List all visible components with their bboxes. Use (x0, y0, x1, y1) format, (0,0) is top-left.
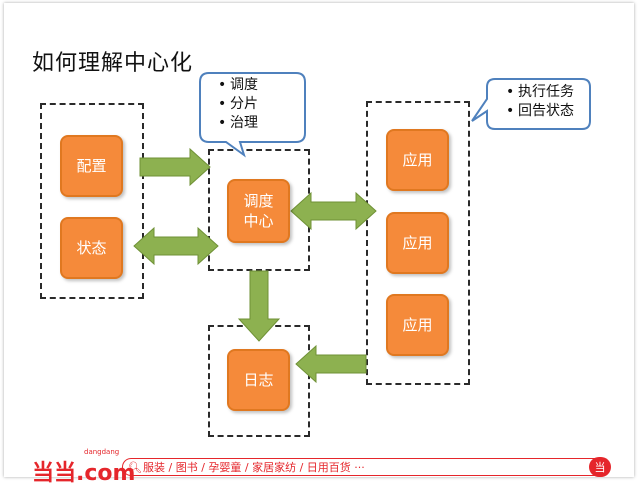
callout-left-text: 调度 分片 治理 (216, 76, 258, 133)
slide: 如何理解中心化 配置 状态 调度 中心 应用 应用 应用 (4, 3, 634, 486)
arrow-state-dispatch (133, 226, 219, 266)
footer-category-bar: 🔍︎ 服装 / 图书 / 孕婴童 / 家居家纺 / 日用百货 ··· 当 (122, 457, 611, 477)
state-label: 状态 (76, 239, 107, 257)
dispatch-center-box: 调度 中心 (227, 179, 290, 243)
app-box-3: 应用 (386, 294, 449, 356)
app-label-2: 应用 (402, 234, 433, 252)
app-label-3: 应用 (402, 316, 433, 334)
log-box: 日志 (227, 349, 290, 411)
callout-left-item: 治理 (218, 114, 258, 133)
slide-title: 如何理解中心化 (32, 51, 194, 76)
config-state-group (40, 103, 144, 299)
config-box: 配置 (60, 135, 123, 197)
app-box-2: 应用 (386, 212, 449, 274)
apps-group (366, 101, 470, 385)
config-label: 配置 (76, 157, 107, 175)
dispatch-label-line1: 调度 (243, 192, 274, 210)
arrow-dispatch-apps (290, 191, 377, 231)
dispatch-label-line2: 中心 (243, 212, 274, 230)
state-box: 状态 (60, 217, 123, 279)
callout-left-item: 分片 (218, 95, 258, 114)
callout-left-item: 调度 (218, 76, 258, 95)
footer-categories: 服装 / 图书 / 孕婴童 / 家居家纺 / 日用百货 ··· (143, 461, 365, 474)
arrow-apps-to-log (295, 344, 367, 384)
log-label: 日志 (243, 371, 274, 389)
callout-right-item: 回告状态 (506, 102, 574, 121)
dangdang-logo-text: 当当.com (32, 461, 136, 486)
dangdang-logo: dangdang 当当.com (32, 448, 136, 487)
callout-right-text: 执行任务 回告状态 (504, 83, 574, 121)
app-label-1: 应用 (402, 151, 433, 169)
dangdang-logo-small: dangdang (84, 448, 120, 456)
app-box-1: 应用 (386, 129, 449, 191)
footer-badge: 当 (589, 457, 611, 477)
callout-right-item: 执行任务 (506, 83, 574, 102)
arrow-config-to-dispatch (139, 147, 211, 187)
search-icon: 🔍︎ (128, 461, 142, 474)
arrow-dispatch-to-log (237, 270, 281, 342)
